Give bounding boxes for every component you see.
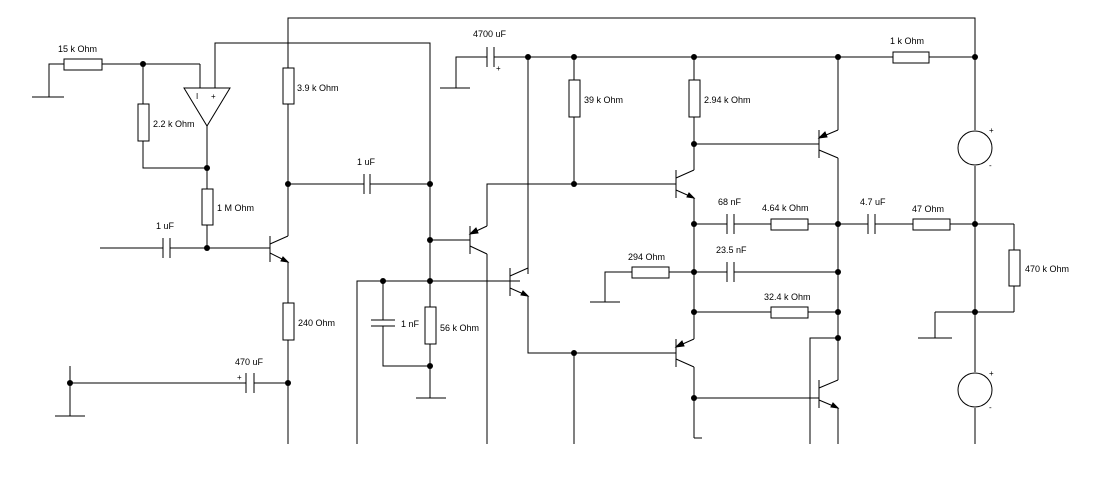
- op-amp-inverting-input: I: [196, 92, 198, 101]
- resistor-1m-label: 1 M Ohm: [217, 203, 254, 213]
- capacitor-470uf-plus: +: [237, 373, 242, 382]
- resistor-1k-label: 1 k Ohm: [890, 36, 924, 46]
- wires: [32, 17, 1015, 444]
- op-amp-noninverting-input: +: [211, 92, 216, 101]
- resistor-470k-label: 470 k Ohm: [1025, 264, 1069, 274]
- voltage-source-lower-plus: +: [989, 369, 994, 378]
- capacitor-4700uf-label: 4700 uF: [473, 29, 507, 39]
- resistor-32k4-label: 32.4 k Ohm: [764, 292, 811, 302]
- resistor-2k2: 2.2 k Ohm: [137, 103, 195, 142]
- resistor-3k9: 3.9 k Ohm: [282, 67, 339, 105]
- capacitor-coupling-1uf: 1 uF: [357, 157, 376, 194]
- op-amp: I +: [183, 87, 231, 127]
- voltage-source-lower: + -: [957, 369, 994, 412]
- voltage-source-upper-minus: -: [989, 161, 992, 170]
- resistor-470k: 470 k Ohm: [1008, 249, 1069, 287]
- resistor-294: 294 Ohm: [628, 252, 670, 279]
- resistor-15k-label: 15 k Ohm: [58, 44, 97, 54]
- resistor-240: 240 Ohm: [282, 302, 335, 341]
- voltage-sources: + - + -: [957, 126, 994, 412]
- transistor-q7-output-low: [818, 379, 840, 409]
- resistor-2k94-label: 2.94 k Ohm: [704, 95, 751, 105]
- voltage-source-upper-plus: +: [989, 126, 994, 135]
- transistor-q5: [674, 338, 695, 368]
- resistor-2k2-label: 2.2 k Ohm: [153, 119, 195, 129]
- resistor-56k: 56 k Ohm: [424, 306, 479, 345]
- capacitor-470uf-label: 470 uF: [235, 357, 264, 367]
- resistor-32k4: 32.4 k Ohm: [764, 292, 811, 319]
- transistor-q6-output-high: [817, 129, 839, 159]
- capacitor-23n5f-label: 23.5 nF: [716, 245, 747, 255]
- resistor-39k-label: 39 k Ohm: [584, 95, 623, 105]
- voltage-source-upper: + -: [957, 126, 994, 170]
- capacitor-output-4u7f-label: 4.7 uF: [860, 197, 886, 207]
- transistor-q2: [468, 225, 488, 255]
- junction-dots: [67, 54, 978, 401]
- capacitor-470uf: + 470 uF: [235, 357, 264, 393]
- capacitor-coupling-1uf-label: 1 uF: [357, 157, 376, 167]
- resistor-294-label: 294 Ohm: [628, 252, 665, 262]
- transistor-q1: [269, 235, 290, 263]
- resistor-4k64-label: 4.64 k Ohm: [762, 203, 809, 213]
- resistor-4k64: 4.64 k Ohm: [762, 203, 809, 231]
- resistor-240-label: 240 Ohm: [298, 318, 335, 328]
- capacitor-input-1uf: 1 uF: [156, 221, 175, 258]
- capacitors: 1 uF 1 uF + 470 uF 1 nF + 4700 uF 68 n: [156, 29, 886, 393]
- resistor-2k94: 2.94 k Ohm: [688, 79, 751, 118]
- transistor-q3: [509, 267, 530, 297]
- capacitor-output-4u7f: 4.7 uF: [860, 197, 886, 234]
- capacitor-4700uf-plus: +: [496, 64, 501, 73]
- capacitor-23n5f: 23.5 nF: [716, 245, 747, 282]
- capacitor-68nf: 68 nF: [718, 197, 742, 234]
- resistor-1k: 1 k Ohm: [890, 36, 930, 64]
- resistor-47-label: 47 Ohm: [912, 204, 944, 214]
- capacitor-4700uf: + 4700 uF: [473, 29, 507, 73]
- transistor-q4: [675, 169, 696, 199]
- resistor-56k-label: 56 k Ohm: [440, 323, 479, 333]
- resistor-39k: 39 k Ohm: [568, 79, 623, 118]
- capacitor-1nf: 1 nF: [371, 319, 420, 329]
- resistors: 15 k Ohm 2.2 k Ohm 1 M Ohm 3.9 k Ohm 240…: [58, 36, 1069, 345]
- voltage-source-lower-minus: -: [989, 403, 992, 412]
- resistor-47: 47 Ohm: [912, 204, 951, 231]
- capacitor-68nf-label: 68 nF: [718, 197, 742, 207]
- resistor-15k: 15 k Ohm: [58, 44, 103, 71]
- resistor-1m: 1 M Ohm: [201, 188, 254, 226]
- transistors: [269, 129, 840, 409]
- capacitor-1nf-label: 1 nF: [401, 319, 420, 329]
- capacitor-input-1uf-label: 1 uF: [156, 221, 175, 231]
- resistor-3k9-label: 3.9 k Ohm: [297, 83, 339, 93]
